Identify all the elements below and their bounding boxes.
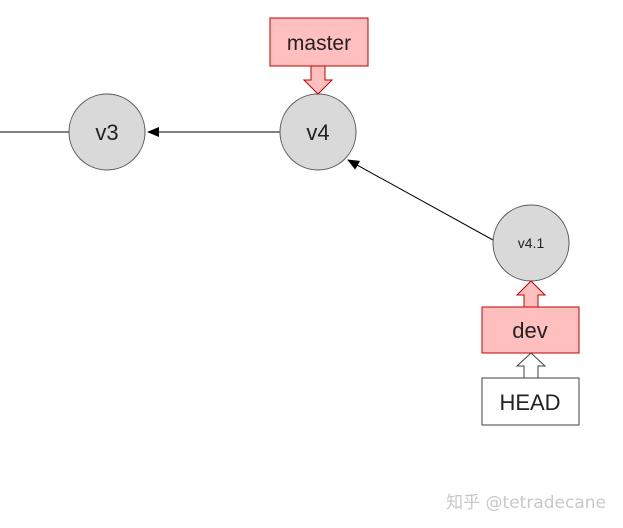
head-ref: HEAD: [481, 377, 580, 426]
commit-v4-1: v4.1: [492, 204, 570, 282]
branch-master-label: master: [287, 32, 351, 55]
head-ref-label: HEAD: [499, 390, 560, 415]
branch-dev: dev: [481, 306, 580, 354]
commit-v3: v3: [68, 93, 146, 171]
commit-v4-1-label: v4.1: [518, 235, 545, 251]
head-pointer-arrow: [515, 352, 547, 379]
edge-v4-1-to-v4: [347, 159, 494, 241]
dev-pointer-arrow: [515, 280, 547, 308]
commit-v4: v4: [279, 93, 357, 171]
commit-v4-label: v4: [306, 120, 329, 145]
branch-master: master: [269, 17, 369, 67]
commit-v3-label: v3: [95, 120, 118, 145]
master-pointer-arrow: [302, 65, 334, 95]
watermark-text: 知乎 @tetradecane: [446, 493, 606, 513]
branch-dev-label: dev: [512, 318, 547, 343]
